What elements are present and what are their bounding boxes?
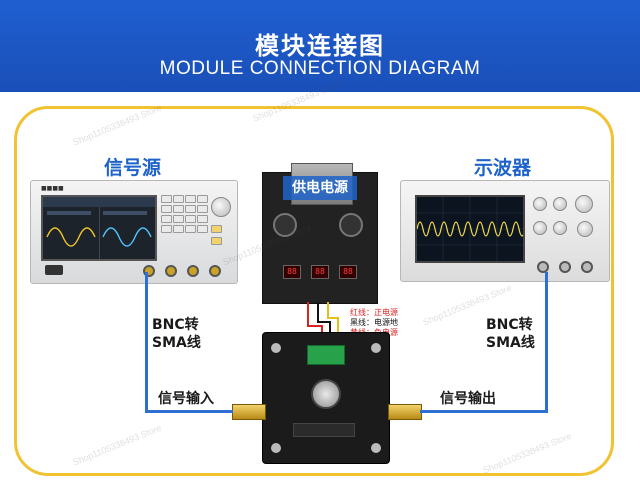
mount-hole-icon	[371, 443, 381, 453]
oscilloscope-port-3	[581, 261, 593, 273]
ic-chip-icon	[293, 423, 355, 437]
legend-black-wire: 黑线：电源地	[350, 318, 398, 327]
left-cable-label: BNC转 SMA线	[152, 316, 201, 352]
signal-generator: ■■■■	[30, 180, 238, 284]
scope-knob-icon	[533, 197, 547, 211]
led-display: 88	[339, 265, 357, 279]
capacitor-icon	[273, 213, 297, 237]
right-cable-label: BNC转 SMA线	[486, 316, 535, 352]
screw-terminal	[307, 345, 345, 365]
oscilloscope-label: 示波器	[474, 157, 532, 179]
input-cable-vertical	[145, 272, 148, 413]
scope-knob-icon	[553, 221, 567, 235]
oscilloscope	[400, 180, 610, 282]
sma-output-connector	[388, 404, 422, 420]
potentiometer-icon	[311, 379, 341, 409]
left-cable-line1: BNC转	[152, 317, 199, 333]
power-button-icon	[45, 265, 63, 275]
oscilloscope-port-2	[559, 261, 571, 273]
scope-knob-icon	[575, 195, 593, 213]
signal-generator-screen	[41, 195, 157, 261]
header-banner: 模块连接图 MODULE CONNECTION DIAGRAM	[0, 0, 640, 92]
signal-generator-label: 信号源	[104, 157, 162, 179]
power-supply-label: 供电电源	[283, 176, 357, 200]
legend-red-wire: 红线：正电源	[350, 308, 398, 317]
oscilloscope-input-port	[537, 261, 549, 273]
signal-generator-port-3	[187, 265, 199, 277]
scope-knob-icon	[553, 197, 567, 211]
led-display: 88	[311, 265, 329, 279]
signal-generator-port-2	[165, 265, 177, 277]
scope-knob-icon	[533, 221, 547, 235]
waveform-trace-icon	[416, 197, 526, 261]
sine-wave-icon	[43, 197, 155, 259]
right-cable-line1: BNC转	[486, 317, 533, 333]
title-chinese: 模块连接图	[255, 32, 385, 60]
left-cable-line2: SMA线	[152, 335, 201, 351]
mount-hole-icon	[271, 343, 281, 353]
signal-input-label: 信号输入	[158, 391, 214, 407]
rotary-knob-icon	[211, 197, 231, 217]
capacitor-icon	[339, 213, 363, 237]
amplifier-module	[262, 332, 390, 464]
mount-hole-icon	[371, 343, 381, 353]
output-cable-horizontal	[420, 410, 548, 413]
signal-output-label: 信号输出	[440, 391, 496, 407]
mount-hole-icon	[271, 443, 281, 453]
oscilloscope-screen	[415, 195, 526, 263]
signal-generator-port-4	[209, 265, 221, 277]
title-english: MODULE CONNECTION DIAGRAM	[159, 58, 481, 79]
input-cable-horizontal	[145, 410, 233, 413]
output-cable-vertical	[545, 272, 548, 413]
right-cable-line2: SMA线	[486, 335, 535, 351]
connection-frame	[14, 106, 614, 476]
brand-mark-icon: ■■■■	[41, 185, 64, 192]
signal-generator-keypad	[161, 195, 231, 257]
sma-input-connector	[232, 404, 266, 420]
led-display: 88	[283, 265, 301, 279]
scope-knob-icon	[577, 221, 593, 237]
